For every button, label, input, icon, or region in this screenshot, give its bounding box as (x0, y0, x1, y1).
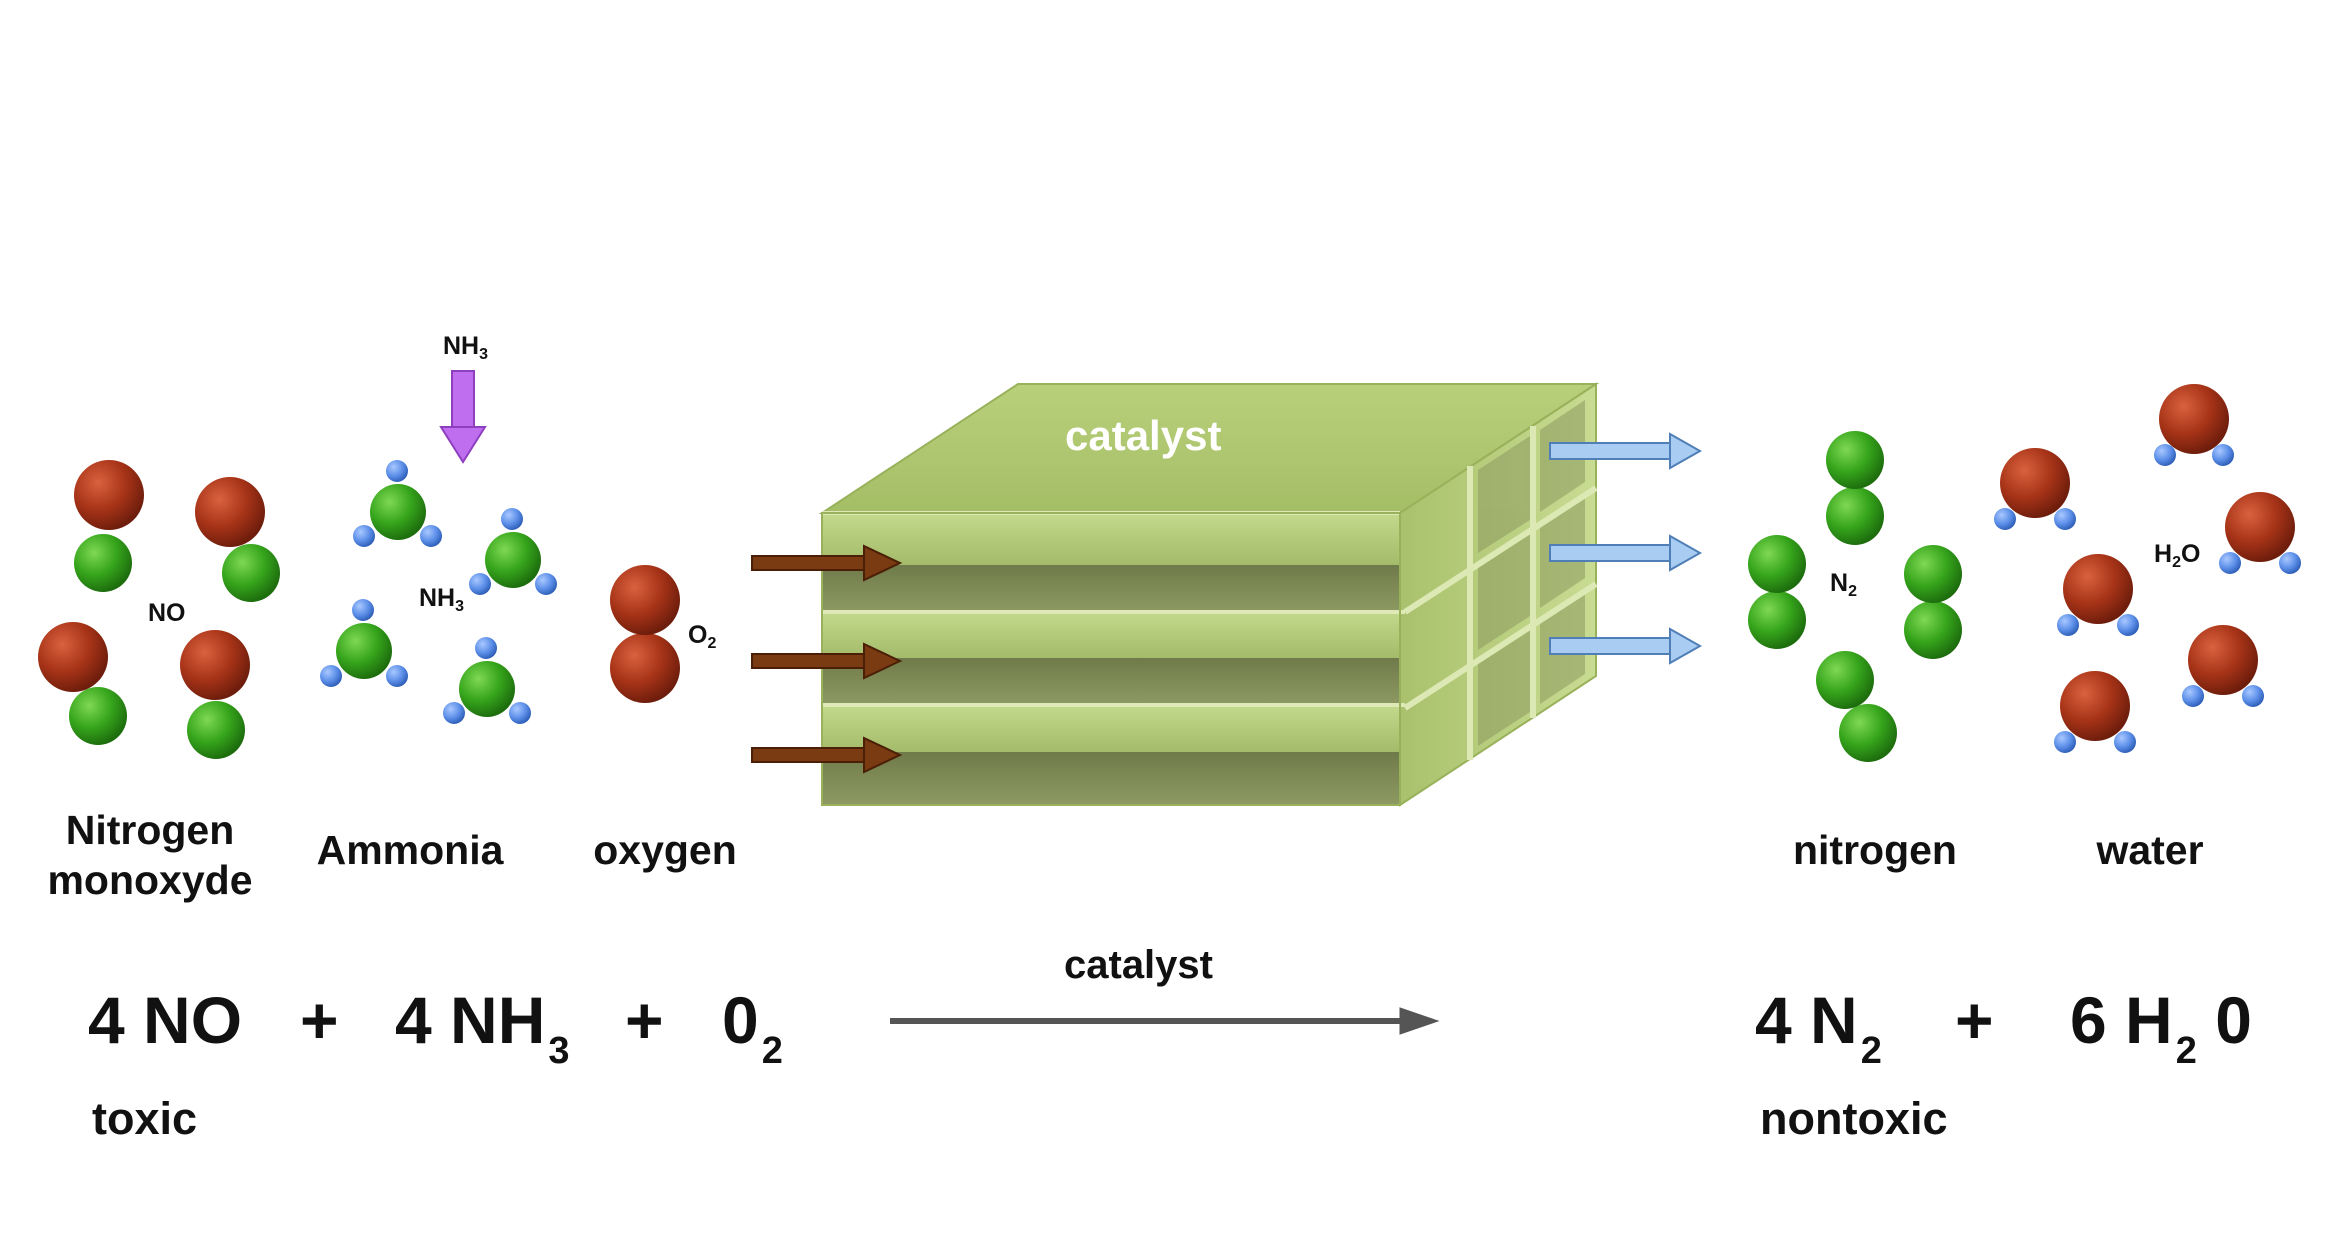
inflow-arrow (751, 642, 903, 680)
n2-molecule (1748, 535, 1806, 649)
outflow-arrow (1549, 534, 1703, 572)
water-label: water (2096, 827, 2204, 873)
toxic-label: toxic (92, 1093, 198, 1144)
equation-term-sub: 2 (1860, 1030, 1882, 1072)
equation-term-text: 4 N (1755, 983, 1858, 1057)
nontoxic-label: nontoxic (1760, 1093, 1948, 1144)
nh3-formula-sub: 3 (455, 598, 465, 615)
catalyst-block-label: catalyst (1065, 412, 1222, 459)
h2o-molecule (2154, 384, 2234, 466)
no-formula-label: NO (148, 599, 186, 627)
equation-plus: + (1955, 980, 1994, 1060)
h2o-formula-pre: H (2154, 540, 2173, 568)
oxygen-label: oxygen (593, 827, 737, 873)
n2-formula-main: N (1830, 569, 1849, 597)
equation-plus-text: + (300, 983, 339, 1057)
inflow-arrows (751, 544, 903, 774)
n2-molecules (1748, 431, 1962, 762)
h2o-formula-sub: 2 (2172, 554, 2181, 571)
equation-plus: + (625, 980, 664, 1060)
h2o-molecule (2182, 625, 2264, 707)
h2o-formula-label: H2O (2154, 539, 2200, 578)
equation-term-no: 4 NO (88, 980, 242, 1060)
no-molecules (38, 460, 280, 759)
nh3-input-formula-main: NH (443, 332, 480, 360)
h2o-molecule (2054, 671, 2136, 753)
nh3-molecules (320, 460, 557, 724)
nh3-formula-label: NH3 (419, 583, 464, 622)
nh3-molecule (320, 599, 408, 687)
equation-term-sub: 2 (2175, 1030, 2197, 1072)
no-molecule (74, 460, 144, 592)
n2-molecule (1826, 431, 1884, 545)
o2-formula-main: O (688, 621, 708, 649)
no-molecule (180, 630, 250, 759)
nh3-formula-main: NH (419, 584, 456, 612)
equation-term-text: 0 (722, 983, 759, 1057)
h2o-molecule (2219, 492, 2301, 574)
nh3-molecule (353, 460, 442, 547)
equation-term-n2: 4 N2 (1755, 980, 1882, 1091)
o2-formula-sub: 2 (707, 635, 717, 652)
equation-term-text: 6 H (2070, 983, 2173, 1057)
h2o-molecules (1994, 384, 2301, 753)
inflow-arrow (751, 544, 903, 582)
equation-term-text: 4 NO (88, 983, 243, 1057)
equation-term-h2o: 6 H2 0 (2070, 980, 2252, 1091)
equation-plus: + (300, 980, 339, 1060)
nh3-injection-arrow (439, 370, 487, 464)
o2-formula-label: O2 (688, 620, 716, 659)
o2-molecule (610, 565, 680, 703)
equation-term-text: 4 NH (395, 983, 546, 1057)
no-name-line2: monoxyde (47, 857, 253, 903)
no-name-label: Nitrogen monoxyde (40, 805, 260, 905)
n2-formula-label: N2 (1830, 568, 1857, 607)
equation-term-sub: 2 (761, 1030, 783, 1072)
equation-term-post: 0 (2196, 983, 2252, 1057)
outflow-arrow (1549, 432, 1703, 470)
outflow-arrows (1549, 432, 1703, 665)
h2o-molecule (1994, 448, 2076, 530)
catalyst-arrow-label: catalyst (1064, 943, 1213, 987)
equation-plus-text: + (1955, 983, 1994, 1057)
catalyst-block (818, 382, 1600, 807)
equation-term-o2: 02 (722, 980, 783, 1091)
nh3-molecule (469, 508, 557, 595)
equation-plus-text: + (625, 983, 664, 1057)
reaction-arrow (890, 1007, 1440, 1035)
n2-molecule (1816, 651, 1897, 762)
nh3-molecule (443, 637, 531, 724)
equation-term-nh3: 4 NH3 (395, 980, 570, 1091)
ammonia-label: Ammonia (316, 827, 504, 873)
equation-term-sub: 3 (548, 1030, 570, 1072)
outflow-arrow (1549, 627, 1703, 665)
nh3-input-formula-sub: 3 (479, 346, 489, 363)
h2o-molecule (2057, 554, 2139, 636)
no-molecule (195, 477, 280, 602)
n2-formula-sub: 2 (1848, 583, 1857, 600)
no-molecule (38, 622, 127, 745)
nitrogen-label: nitrogen (1793, 827, 1957, 873)
inflow-arrow (751, 736, 903, 774)
h2o-formula-post: O (2180, 540, 2201, 568)
n2-molecule (1904, 545, 1962, 659)
no-name-line1: Nitrogen (65, 807, 235, 853)
nh3-input-formula-label: NH3 (443, 331, 488, 370)
